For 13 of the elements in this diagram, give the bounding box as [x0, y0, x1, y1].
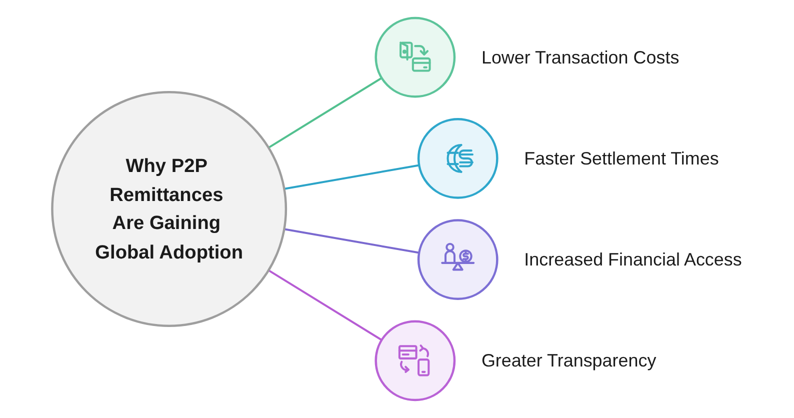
- benefit-label: Lower Transaction Costs: [481, 47, 680, 68]
- connector: [284, 164, 420, 190]
- connector: [268, 77, 382, 149]
- node-circle: [417, 118, 498, 199]
- connector: [284, 228, 420, 254]
- node-circle: [374, 320, 456, 402]
- benefit-label: Faster Settlement Times: [524, 148, 719, 168]
- benefit-label: Greater Transparency: [481, 350, 656, 371]
- node-circle: Why P2P Remittances Are Gaining Global Adoption: [51, 91, 288, 327]
- node-circle: [417, 219, 498, 300]
- node-circle: [374, 16, 456, 98]
- benefit-label: Increased Financial Access: [524, 250, 742, 270]
- connector: [268, 269, 382, 341]
